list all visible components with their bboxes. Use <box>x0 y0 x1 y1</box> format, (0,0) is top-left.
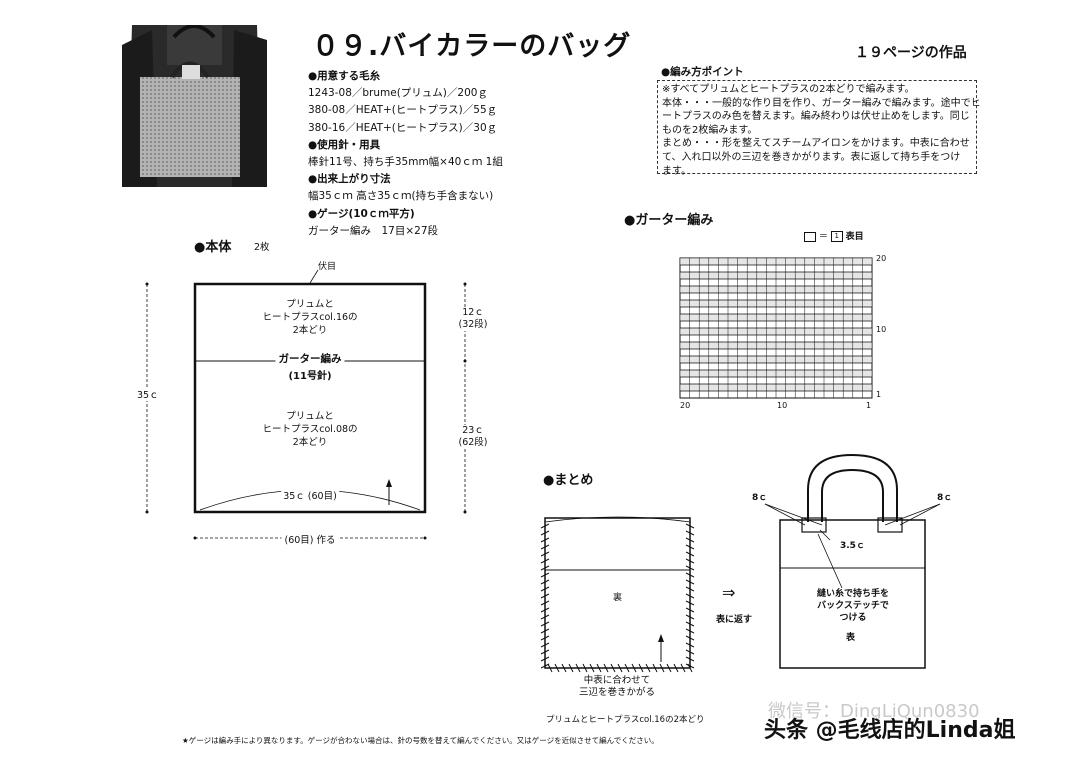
upper-yarn-line: プリュムと <box>286 299 334 310</box>
lower-yarn-line: 2本どり <box>292 437 328 448</box>
body-count: 2枚 <box>254 242 270 253</box>
size-heading: ●出来上がり寸法 <box>308 173 391 186</box>
upper-yarn-note: プリュムと ヒートプラスcol.16の 2本どり <box>262 298 357 337</box>
seam-note-line: 三辺を巻きかがる <box>578 687 656 698</box>
points-line: ます。 <box>662 165 691 177</box>
legend-equals: ＝ <box>818 232 828 242</box>
points-heading: ●編み方ポイント <box>661 66 744 78</box>
attach-note-line: つける <box>839 613 867 623</box>
toutiao-watermark: 头条 @毛线店的Linda姐 <box>764 718 1016 743</box>
upper-rows-label: (32段) <box>458 319 488 330</box>
attach-note: 縫い糸で持ち手を バックステッチで つける <box>817 588 889 624</box>
gauge-heading: ●ゲージ(10ｃｍ平方) <box>308 207 415 220</box>
seam-note-line: 中表に合わせて <box>583 675 651 686</box>
size-line: 幅35ｃｍ 高さ35ｃｍ(持ち手含まない) <box>308 190 494 203</box>
points-box: ※すべてプリュムとヒートプラスの2本どりで編みます。 本体・・・一般的な作り目を… <box>657 80 981 177</box>
garter-heading: ●ガーター編み <box>624 213 714 228</box>
inner-width-label: 35ｃ (60目) <box>281 488 339 502</box>
lower-yarn-line: ヒートプラスcol.08の <box>262 424 358 435</box>
left-handle-dim: 8ｃ <box>752 493 768 503</box>
needle-label: (11号針) <box>288 371 332 382</box>
page-title: ０９.バイカラーのバッグ <box>312 31 632 62</box>
points-line: ものを2枚編みます。 <box>662 124 758 136</box>
inner-side-label: 裏 <box>613 593 623 603</box>
garter-stitch-label: ガーター編み <box>275 351 345 366</box>
row-label-1: 1 <box>876 390 882 399</box>
attach-note-line: バックステッチで <box>817 601 889 611</box>
knit-symbol-icon: 1 <box>830 231 843 242</box>
body-heading: ●本体 <box>194 240 232 255</box>
lower-height-dim: 23ｃ (62段) <box>458 425 488 449</box>
spec-block: ●用意する毛糸 1243-08／brume(プリュム)／200ｇ 380-08／… <box>308 68 503 240</box>
upper-height-label: 12ｃ <box>462 307 484 318</box>
wechat-watermark: 微信号：DingLiQun0830 <box>768 701 980 722</box>
row-label-20: 20 <box>876 254 887 263</box>
points-line: て、入れ口以外の三辺を巻きかがります。表に返して持ち手をつけ <box>662 151 961 163</box>
page-reference: １９ページの作品 <box>855 45 967 61</box>
assembly-heading: ●まとめ <box>543 473 594 488</box>
points-line: ートプラスのみ色を替えます。編み終わりは伏せ止めをします。同じ <box>662 111 970 123</box>
outer-side-label: 表 <box>846 633 856 643</box>
col-label-20: 20 <box>680 401 691 410</box>
yarn-line: 380-16／HEAT+(ヒートプラス)／30ｇ <box>308 121 498 134</box>
bag-photo <box>122 25 267 187</box>
lower-yarn-line: プリュムと <box>286 411 334 422</box>
arrow-right-icon: ⇒ <box>722 583 736 602</box>
lower-height-label: 23ｃ <box>462 425 484 436</box>
upper-yarn-line: 2本どり <box>292 325 328 336</box>
empty-cell-icon <box>804 231 816 242</box>
lower-rows-label: (62段) <box>458 437 488 448</box>
yarn-heading: ●用意する毛糸 <box>308 70 381 82</box>
garter-legend: ＝ 1 表目 <box>804 229 864 242</box>
total-height-label: 35ｃ <box>137 387 159 401</box>
yarn-line: 380-08／HEAT+(ヒートプラス)／55ｇ <box>308 104 498 117</box>
yarn-line: 1243-08／brume(プリュム)／200ｇ <box>308 87 488 100</box>
right-handle-dim: 8ｃ <box>937 493 953 503</box>
seam-note: 中表に合わせて 三辺を巻きかがる <box>579 675 655 699</box>
col-label-10: 10 <box>777 401 788 410</box>
attach-note-line: 縫い糸で持ち手を <box>816 589 890 599</box>
points-line: 本体・・・一般的な作り目を作り、ガーター編みで編みます。途中でヒ <box>662 97 981 109</box>
upper-height-dim: 12ｃ (32段) <box>458 307 488 331</box>
bind-off-label: 伏目 <box>318 262 337 272</box>
row-label-10: 10 <box>876 325 887 334</box>
yarn-note: プリュムとヒートプラスcol.16の2本どり <box>546 715 705 725</box>
footer-note: ★ゲージは編み手により異なります。ゲージが合わない場合は、針の号数を替えて編んで… <box>182 736 659 745</box>
col-label-1: 1 <box>866 401 872 410</box>
gauge-line: ガーター編み 17目×27段 <box>308 224 439 237</box>
tools-line: 棒針11号、持ち手35mm幅×40ｃｍ 1組 <box>308 156 503 169</box>
upper-yarn-line: ヒートプラスcol.16の <box>262 312 358 323</box>
points-line: ※すべてプリュムとヒートプラスの2本どりで編みます。 <box>662 84 915 95</box>
points-line: まとめ・・・形を整えてスチームアイロンをかけます。中表に合わせ <box>662 138 970 150</box>
handle-offset-dim: 3.5ｃ <box>840 541 865 551</box>
tools-heading: ●使用針・用具 <box>308 138 381 151</box>
legend-text: 表目 <box>845 232 864 242</box>
cast-on-label: (60目) 作る <box>281 532 339 546</box>
turn-out-label: 表に返す <box>716 615 753 625</box>
lower-yarn-note: プリュムと ヒートプラスcol.08の 2本どり <box>262 410 357 449</box>
